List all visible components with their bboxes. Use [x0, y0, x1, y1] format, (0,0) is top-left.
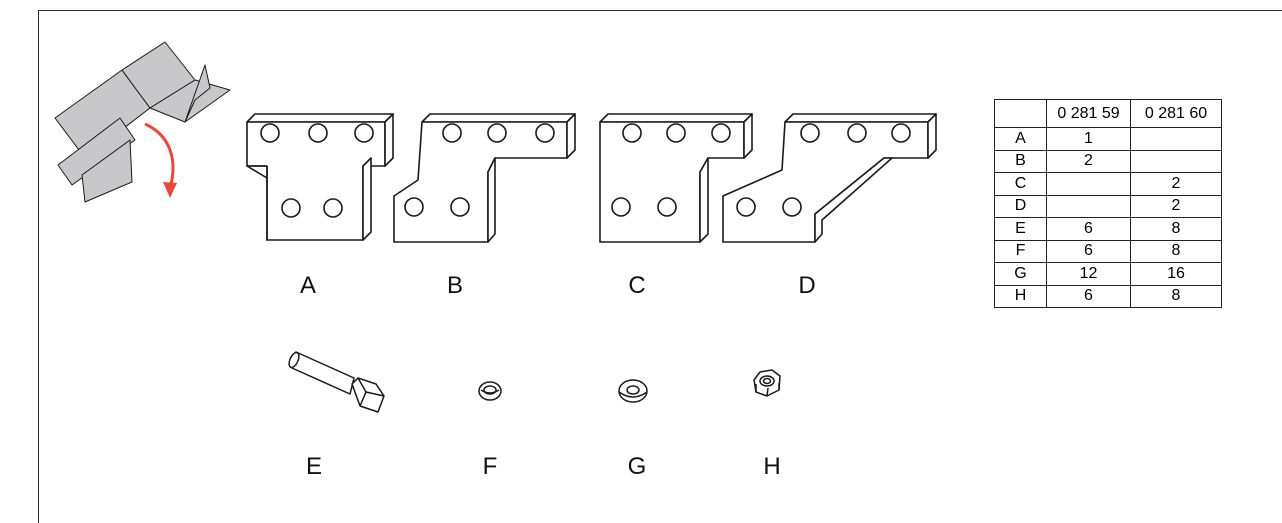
table-cell: C [994, 172, 1047, 196]
table-row: G 12 16 [994, 262, 1222, 286]
table-cell: 8 [1130, 217, 1222, 241]
open-box-icon [54, 41, 231, 203]
table-cell: 6 [1046, 217, 1131, 241]
part-label-g: G [627, 453, 647, 480]
table-cell: H [994, 284, 1047, 308]
table-cell: 12 [1046, 262, 1131, 286]
flat-washer-icon [618, 379, 648, 403]
table-cell: D [994, 194, 1047, 218]
t-plate-icon [246, 113, 394, 241]
table-cell: 16 [1130, 262, 1222, 286]
table-cell: G [994, 262, 1047, 286]
part-label-h: H [763, 453, 781, 480]
hex-bolt-icon [288, 351, 385, 413]
table-row: C 2 [994, 172, 1222, 196]
table-cell: B [994, 149, 1047, 173]
curved-arrow-icon [144, 122, 175, 189]
table-row: A 1 [994, 127, 1222, 151]
table-cell: 2 [1130, 194, 1222, 218]
table-cell: F [994, 239, 1047, 263]
arrow-head [163, 182, 177, 198]
table-row: D 2 [994, 194, 1222, 218]
table-row: H 6 8 [994, 284, 1222, 308]
table-header-row: 0 281 59 0 281 60 [994, 99, 1222, 128]
part-label-a: A [299, 272, 317, 299]
table-row: B 2 [994, 149, 1222, 173]
spring-washer-icon [478, 381, 502, 401]
table-cell [1046, 194, 1131, 218]
table-cell: E [994, 217, 1047, 241]
table-cell [1130, 127, 1222, 151]
table-cell: 8 [1130, 239, 1222, 263]
table-header-cell [994, 99, 1047, 128]
table-cell: 6 [1046, 284, 1131, 308]
table-row: E 6 8 [994, 217, 1222, 241]
table-cell: 6 [1046, 239, 1131, 263]
table-header-cell: 0 281 59 [1046, 99, 1131, 128]
part-label-f: F [482, 453, 498, 480]
table-cell: 2 [1130, 172, 1222, 196]
table-cell: 8 [1130, 284, 1222, 308]
table-cell: A [994, 127, 1047, 151]
hex-nut-icon [753, 369, 781, 397]
table-cell: 1 [1046, 127, 1131, 151]
part-label-b: B [446, 272, 464, 299]
diagram-frame [38, 10, 1282, 523]
l-plate-icon [599, 113, 753, 243]
part-label-d: D [798, 272, 816, 299]
quantity-table: 0 281 59 0 281 60 A 1 B 2 C 2 D 2 E 6 8 … [994, 99, 1222, 308]
part-label-c: C [628, 272, 646, 299]
offset-plate-icon [393, 113, 576, 243]
table-cell [1046, 172, 1131, 196]
angled-plate-icon [722, 113, 937, 243]
table-cell: 2 [1046, 149, 1131, 173]
table-header-cell: 0 281 60 [1130, 99, 1222, 128]
part-label-e: E [305, 453, 323, 480]
table-cell [1130, 149, 1222, 173]
table-row: F 6 8 [994, 239, 1222, 263]
